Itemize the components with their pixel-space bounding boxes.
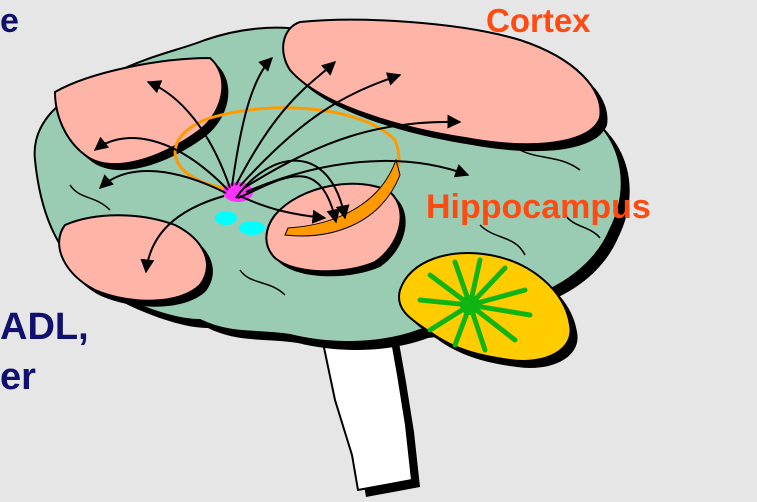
label-hippocampus: Hippocampus <box>426 188 651 227</box>
septal-nucleus <box>215 211 237 225</box>
label-bottom-left-line2: er <box>0 356 36 399</box>
label-cortex: Cortex <box>486 2 591 40</box>
brainstem <box>322 330 420 497</box>
diagonal-band-nucleus <box>239 221 265 235</box>
cerebellum-core <box>460 295 480 315</box>
label-top-left-fragment: e <box>0 2 19 41</box>
label-bottom-left-line1: ADL, <box>0 306 89 349</box>
